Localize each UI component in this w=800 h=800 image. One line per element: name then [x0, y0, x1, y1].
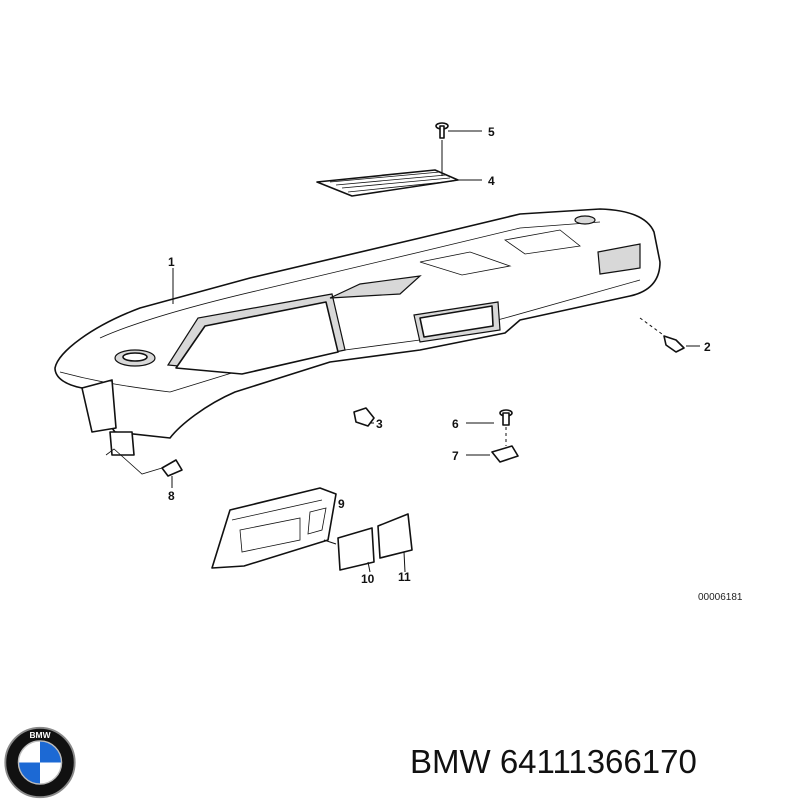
- callout-6: 6: [452, 417, 459, 431]
- diagram-reference-code: 00006181: [698, 592, 743, 603]
- svg-text:BMW: BMW: [29, 730, 50, 740]
- callout-4: 4: [488, 174, 495, 188]
- callout-3: 3: [376, 417, 383, 431]
- callout-1: 1: [168, 255, 175, 269]
- leader-10: [367, 561, 371, 573]
- speed-nut-part-7: [491, 445, 519, 463]
- cover-part-10: [323, 527, 375, 571]
- bolt-part-8: [105, 448, 183, 477]
- callout-11: 11: [398, 570, 411, 584]
- clip-nut-part-3: [353, 407, 375, 427]
- part-number: 64111366170: [499, 743, 697, 780]
- callout-7: 7: [452, 449, 459, 463]
- callout-10: 10: [361, 572, 375, 586]
- cover-part-11: [377, 513, 413, 559]
- speaker-grille: [316, 169, 459, 197]
- brand-name: BMW: [410, 743, 491, 780]
- dashboard-panel: [54, 208, 661, 456]
- callout-9: 9: [338, 497, 345, 511]
- callout-2: 2: [704, 340, 711, 354]
- screw-part-5: [435, 122, 449, 176]
- callout-8: 8: [168, 489, 175, 503]
- bmw-roundel-icon: BMW: [4, 726, 76, 799]
- part-caption: BMW 64111366170: [410, 732, 790, 792]
- screw-part-6: [499, 409, 513, 446]
- bracket-part-9: [211, 487, 337, 569]
- leader-11: [403, 551, 406, 573]
- callout-5: 5: [488, 125, 495, 139]
- clip-part-2: [639, 317, 685, 353]
